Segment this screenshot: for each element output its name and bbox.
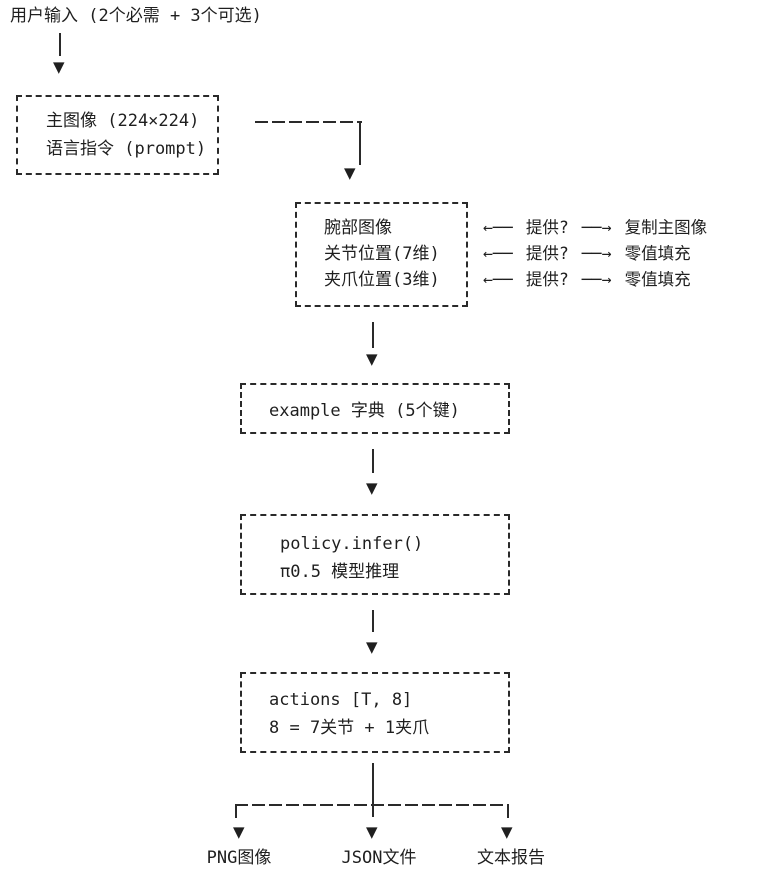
left-arrow-icon: ←──	[483, 218, 513, 237]
left-arrow-icon: ←──	[483, 270, 513, 289]
fallback-zero-fill-label: 零值填充	[624, 270, 691, 289]
connector-line	[372, 322, 374, 348]
connector-line	[59, 33, 61, 56]
language-prompt-label: 语言指令 (prompt)	[46, 139, 207, 159]
connector-line	[359, 123, 361, 165]
example-dict-box: example 字典 (5个键)	[240, 383, 510, 434]
main-image-label: 主图像 (224×224)	[46, 111, 200, 131]
policy-infer-label: policy.infer()	[280, 534, 424, 554]
down-arrow-icon: ▼	[366, 350, 378, 368]
output-png-label: PNG图像	[206, 848, 272, 868]
down-arrow-icon: ▼	[366, 479, 378, 497]
down-arrow-icon: ▼	[233, 823, 245, 841]
down-arrow-icon: ▼	[501, 823, 513, 841]
connector-line	[255, 121, 362, 123]
branch-tick-left	[235, 804, 237, 818]
connector-line	[372, 610, 374, 632]
optional-inputs-box: 腕部图像 关节位置(7维) 夹爪位置(3维)	[295, 202, 468, 307]
right-arrow-icon: ──→	[581, 218, 612, 237]
fallback-row: ←── 提供? ──→ 零值填充	[483, 244, 691, 264]
branch-tick-right	[507, 804, 509, 818]
down-arrow-icon: ▼	[366, 638, 378, 656]
left-arrow-icon: ←──	[483, 244, 513, 263]
right-arrow-icon: ──→	[581, 244, 612, 263]
actions-shape-label: actions [T, 8]	[269, 690, 413, 710]
down-arrow-icon: ▼	[366, 823, 378, 841]
fallback-row: ←── 提供? ──→ 零值填充	[483, 270, 691, 290]
output-json-label: JSON文件	[341, 848, 417, 868]
down-arrow-icon: ▼	[344, 164, 356, 182]
gripper-position-label: 夹爪位置(3维)	[324, 270, 440, 290]
actions-box: actions [T, 8] 8 = 7关节 + 1夹爪	[240, 672, 510, 753]
required-inputs-box: 主图像 (224×224) 语言指令 (prompt)	[16, 95, 219, 175]
fallback-zero-fill-label: 零值填充	[624, 244, 691, 263]
output-text-report-label: 文本报告	[477, 848, 545, 868]
connector-line	[372, 449, 374, 473]
model-inference-label: π0.5 模型推理	[280, 562, 400, 582]
connector-line	[372, 763, 374, 817]
fallback-row: ←── 提供? ──→ 复制主图像	[483, 218, 707, 238]
right-arrow-icon: ──→	[581, 270, 612, 289]
policy-infer-box: policy.infer() π0.5 模型推理	[240, 514, 510, 595]
joint-position-label: 关节位置(7维)	[324, 244, 440, 264]
branch-line	[235, 804, 509, 806]
provided-question-label: 提供?	[525, 270, 569, 289]
wrist-image-label: 腕部图像	[324, 218, 392, 238]
actions-composition-label: 8 = 7关节 + 1夹爪	[269, 718, 430, 738]
fallback-copy-main-image-label: 复制主图像	[624, 218, 708, 237]
diagram-title: 用户输入 (2个必需 + 3个可选)	[10, 6, 262, 26]
down-arrow-icon: ▼	[53, 58, 65, 76]
example-dict-label: example 字典 (5个键)	[269, 401, 460, 421]
provided-question-label: 提供?	[525, 244, 569, 263]
provided-question-label: 提供?	[525, 218, 569, 237]
